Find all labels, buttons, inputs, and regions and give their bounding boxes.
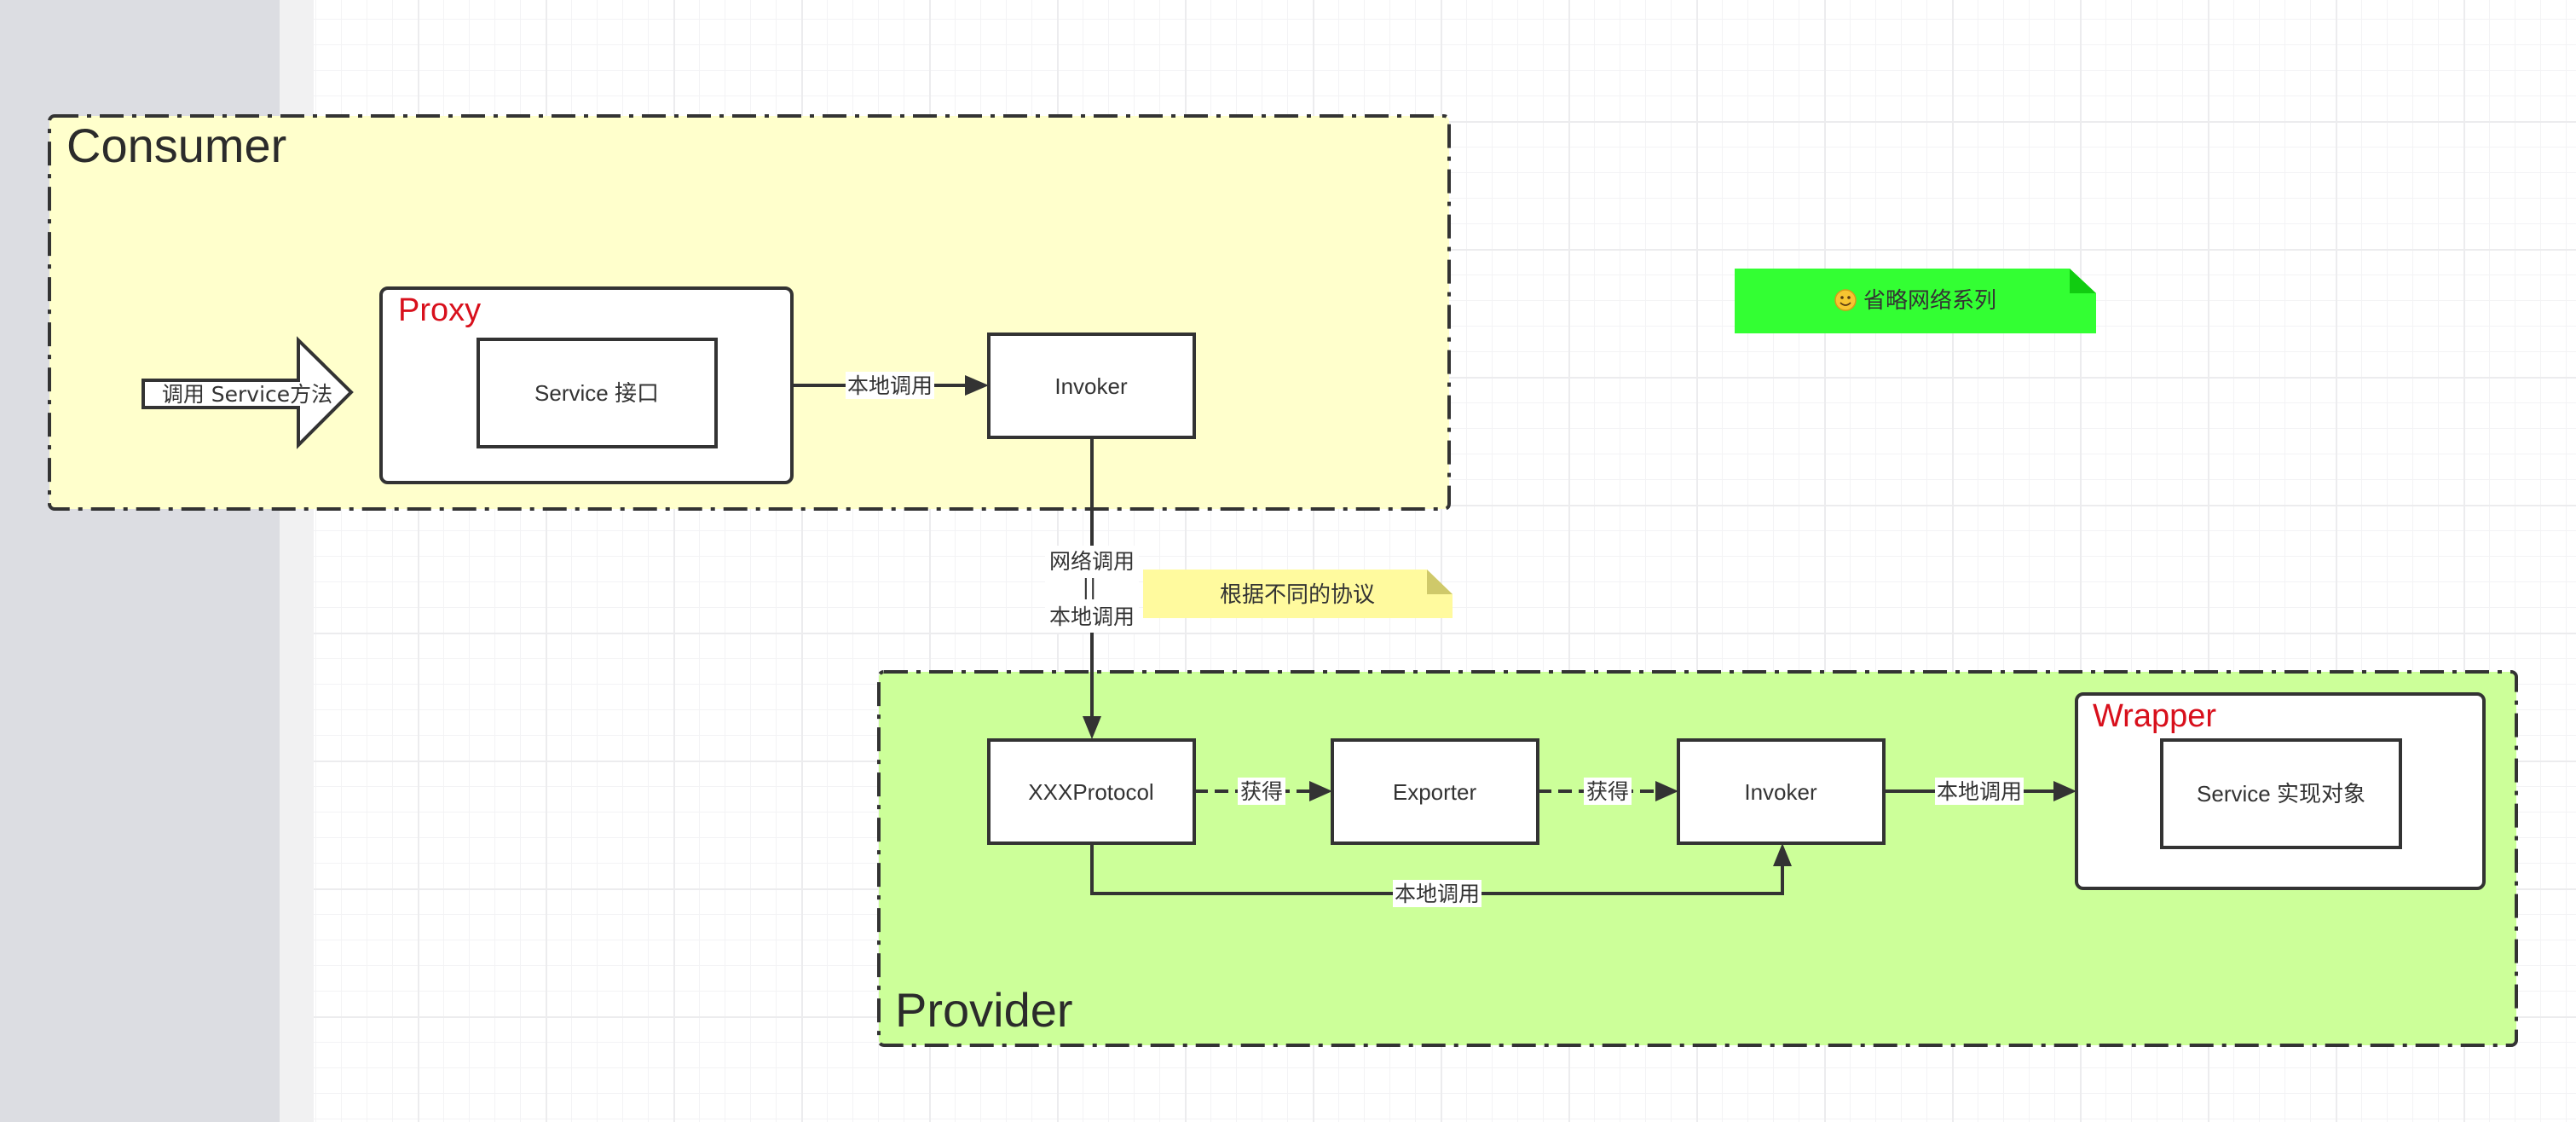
- invoker-rect[interactable]: [987, 333, 1196, 439]
- exporter-box[interactable]: Exporter: [1331, 738, 1539, 845]
- invoker-label: Invoker: [1054, 373, 1128, 399]
- note-shape[interactable]: [1735, 269, 2096, 333]
- edge-label-line2: ||: [1083, 575, 1097, 599]
- edge-proxy-to-invoker[interactable]: 本地调用: [792, 372, 989, 399]
- service-impl-box[interactable]: [2160, 738, 2402, 849]
- smiling-face-icon: [1834, 289, 1857, 311]
- arrowhead-icon: [1309, 781, 1332, 801]
- consumer-title: Consumer: [66, 119, 286, 172]
- edge-label: 获得: [1586, 779, 1629, 804]
- arrowhead-icon: [2053, 781, 2076, 801]
- service-interface-label: Service 接口: [534, 380, 659, 406]
- edge-label-line1: 网络调用: [1049, 549, 1135, 574]
- provider-invoker-box[interactable]: Invoker: [1677, 738, 1886, 845]
- edge-protocol-to-exporter[interactable]: 获得: [1194, 778, 1332, 805]
- protocol-label: XXXProtocol: [1028, 779, 1153, 805]
- note-fold: [1427, 570, 1453, 594]
- edge-label-bg: [1584, 778, 1632, 805]
- protocol-box[interactable]: XXXProtocol: [987, 738, 1196, 845]
- proxy-box[interactable]: Proxy Service 接口: [379, 286, 794, 484]
- edge-label-bg: [846, 372, 934, 399]
- edge-protocol-to-invoker[interactable]: 本地调用: [1090, 843, 1792, 907]
- provider-title: Provider: [895, 983, 1073, 1037]
- edge-exporter-to-invoker[interactable]: 获得: [1538, 778, 1678, 805]
- exporter-label: Exporter: [1393, 779, 1477, 805]
- note-text: 根据不同的协议: [1220, 582, 1375, 608]
- exporter-rect[interactable]: [1331, 738, 1539, 845]
- consumer-invoker-box[interactable]: Invoker: [987, 333, 1196, 439]
- edge-label-bg: [1393, 880, 1481, 907]
- note-fold: [2070, 269, 2096, 293]
- service-interface-box[interactable]: [477, 338, 718, 448]
- call-service-arrow[interactable]: 调用 Service方法: [142, 336, 354, 449]
- network-note[interactable]: 省略网络系列: [1735, 269, 2096, 333]
- service-impl-label: Service 实现对象: [2197, 781, 2365, 807]
- edge-label-line3: 本地调用: [1049, 604, 1135, 629]
- invoker-rect[interactable]: [1677, 738, 1886, 845]
- note-shape[interactable]: [1143, 570, 1453, 618]
- edge-label-bg: [1238, 778, 1285, 805]
- wrapper-box[interactable]: Wrapper Service 实现对象: [2075, 692, 2486, 890]
- edge-label: 本地调用: [847, 373, 933, 398]
- proxy-title: Proxy: [398, 292, 481, 328]
- edge-label-bg: [1935, 778, 2024, 805]
- edge-label: 本地调用: [1395, 882, 1480, 906]
- edge-label: 获得: [1240, 779, 1283, 804]
- edge-invoker-to-protocol[interactable]: 网络调用 || 本地调用: [1045, 437, 1139, 739]
- edge-label: 本地调用: [1937, 779, 2022, 804]
- invoker-label: Invoker: [1744, 779, 1817, 805]
- note-text: 省略网络系列: [1863, 288, 1996, 314]
- edge-label-bg: [1045, 546, 1139, 633]
- block-arrow-shape[interactable]: [142, 336, 354, 449]
- protocol-note[interactable]: 根据不同的协议: [1143, 570, 1453, 618]
- arrowhead-icon: [1655, 781, 1678, 801]
- arrowhead-icon: [965, 375, 989, 396]
- arrowhead-icon: [1083, 716, 1101, 739]
- call-service-label: 调用 Service方法: [162, 382, 332, 407]
- wrapper-title: Wrapper: [2093, 698, 2216, 734]
- edge-invoker-to-wrapper[interactable]: 本地调用: [1884, 778, 2076, 805]
- arrowhead-icon: [1773, 843, 1792, 866]
